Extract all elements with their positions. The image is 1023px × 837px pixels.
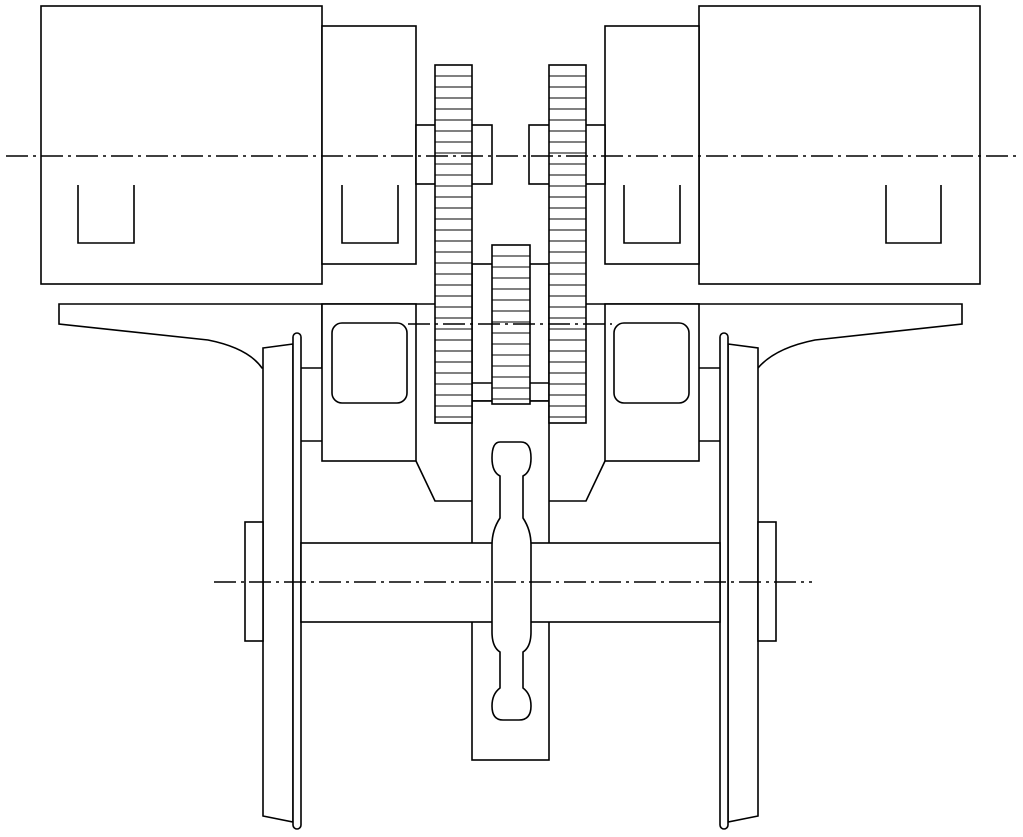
gear-outline [434, 64, 473, 424]
right-driving-gear [548, 64, 587, 424]
left-inspection-window [331, 322, 408, 404]
gear-outline [548, 64, 587, 424]
left-gearbox-upper [321, 25, 417, 265]
right-gearbox-upper [604, 25, 700, 265]
right-inspection-window [613, 322, 690, 404]
right-wheel [719, 332, 759, 830]
left-driving-gear [434, 64, 473, 424]
left-wheel [262, 332, 302, 830]
connecting-link [491, 441, 532, 721]
right-motor [698, 5, 981, 285]
left-motor [40, 5, 323, 285]
